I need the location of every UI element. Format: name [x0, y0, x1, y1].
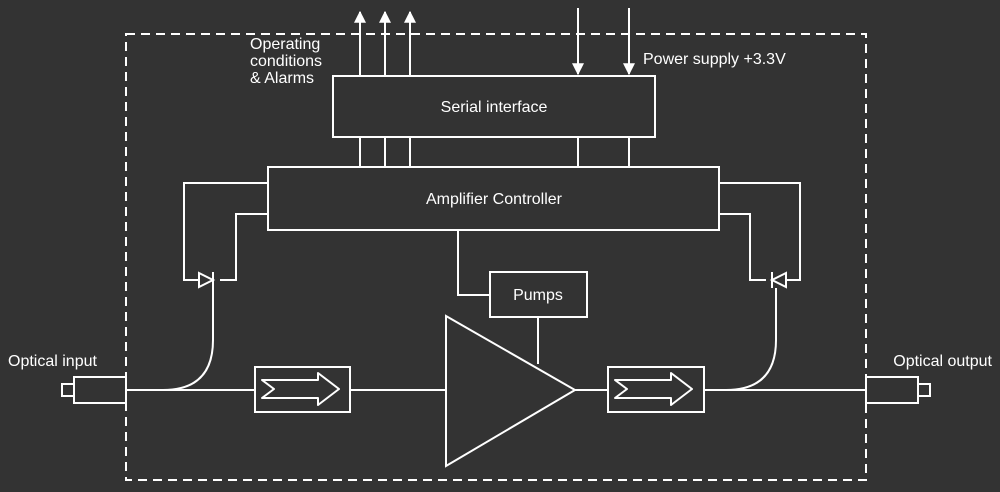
pumps-box: [489, 271, 588, 318]
power-supply-arrows: [572, 8, 635, 76]
power-supply-label: Power supply +3.3V: [643, 51, 786, 68]
optical-output-label: Optical output: [893, 353, 992, 370]
amplifier-controller-label: Amplifier Controller: [426, 191, 563, 208]
input-isolator-icon: [254, 366, 351, 413]
input-monitor-wiring: [183, 182, 268, 281]
optical-output-connector: [865, 376, 931, 404]
status-output-arrows: [354, 10, 416, 76]
module-boundary: [125, 33, 867, 481]
controller-pumps-line: [457, 230, 490, 296]
operating-conditions-label-line1: Operating: [250, 36, 320, 53]
output-photodiode-icon: [769, 271, 787, 289]
operating-conditions-label-line2: conditions: [250, 53, 322, 70]
pumps-label: Pumps: [513, 287, 563, 304]
optical-input-connector: [61, 376, 127, 404]
bus-lines: [359, 137, 630, 167]
serial-interface-label: Serial interface: [441, 99, 548, 116]
output-isolator-icon: [607, 366, 705, 413]
input-photodiode-icon: [198, 271, 216, 289]
amplifier-triangle-icon: [445, 314, 577, 468]
output-monitor-wiring: [719, 182, 801, 281]
input-tap-line: [162, 288, 214, 391]
optical-input-label: Optical input: [8, 353, 97, 370]
operating-conditions-label-line3: & Alarms: [250, 70, 314, 87]
serial-interface-box: [332, 75, 656, 138]
amplifier-controller-box: [267, 166, 720, 231]
output-tap-line: [725, 288, 777, 391]
